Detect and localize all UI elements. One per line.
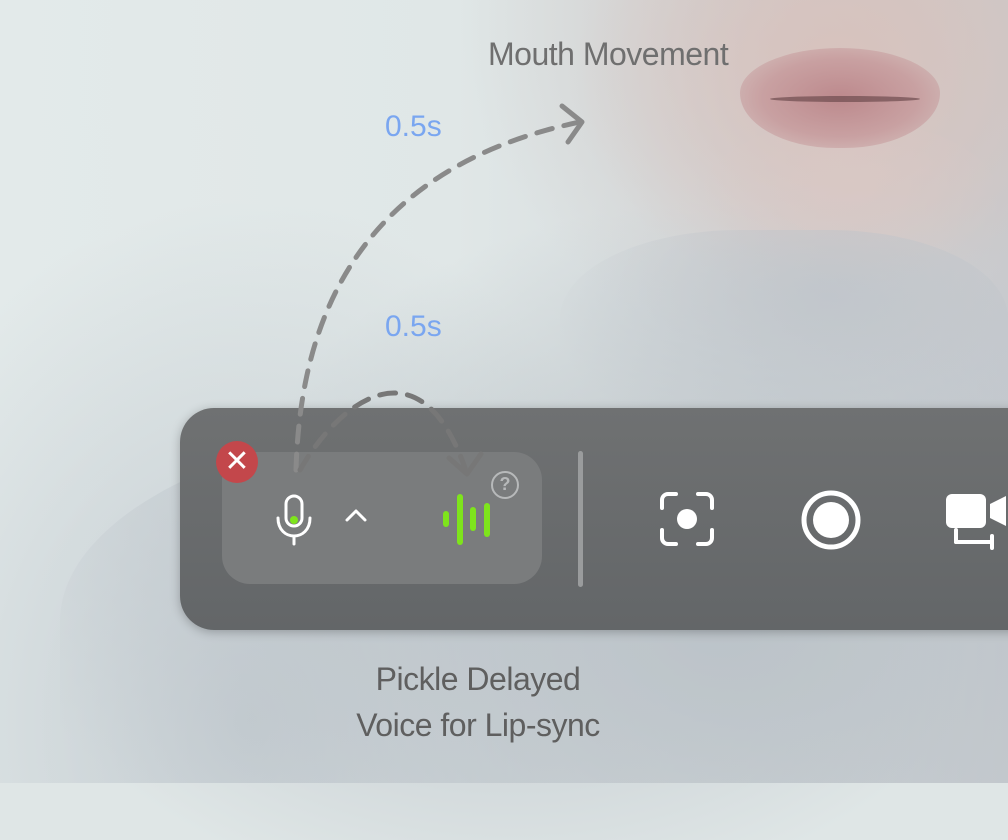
chevron-up-icon[interactable]: [343, 505, 369, 525]
caption-line-1: Pickle Delayed: [375, 661, 581, 697]
delay-label-bottom: 0.5s: [385, 310, 442, 343]
caption: Pickle Delayed Voice for Lip-sync: [318, 656, 638, 748]
help-icon[interactable]: ?: [491, 471, 519, 499]
camera-icon[interactable]: [944, 490, 1008, 550]
mouth-movement-label: Mouth Movement: [488, 36, 729, 72]
lips-parting: [770, 96, 920, 102]
microphone-icon[interactable]: [272, 494, 316, 546]
record-icon[interactable]: [800, 489, 862, 551]
delay-label-top: 0.5s: [385, 110, 442, 143]
close-icon[interactable]: ✕: [216, 441, 258, 483]
screenshot-icon[interactable]: [658, 490, 716, 548]
caption-line-2: Voice for Lip-sync: [356, 707, 600, 743]
audio-waveform-icon[interactable]: [440, 492, 502, 548]
toolbar-divider: [578, 451, 583, 587]
